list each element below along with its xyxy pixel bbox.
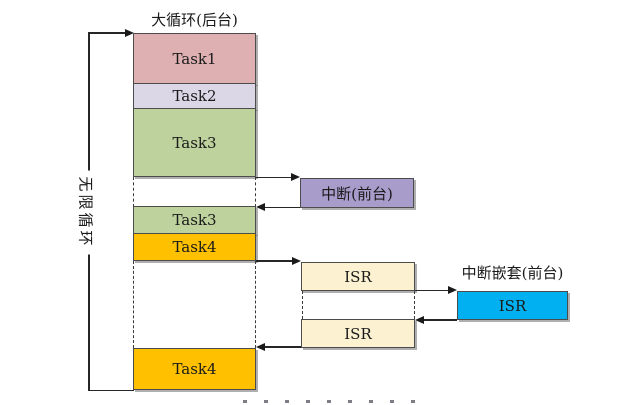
interrupt-call-line [256,176,292,178]
isr1-box: ISR [301,262,415,291]
nested-isr-return-line [423,319,457,321]
interrupt-call-arrowhead-icon [291,173,300,181]
isr-return-line [264,346,301,348]
task3-label: Task3 [172,133,217,152]
interrupt-box: 中断(前台) [300,178,414,208]
isr-call-line [256,260,293,262]
interrupt-label: 中断(前台) [321,184,393,203]
clipped-caption-fragment [243,400,415,403]
nested-isr-call-arrowhead-icon [448,286,457,294]
isr1-label: ISR [344,267,372,286]
isr-gap-right-dash [413,291,415,319]
task2-block: Task2 [133,83,256,109]
task4-label: Task4 [172,238,217,256]
nested-isr-box: ISR [457,291,568,320]
task3-resume-label: Task3 [172,211,217,229]
task3-resume-block: Task3 [133,206,256,234]
isr-call-arrowhead-icon [292,256,301,265]
infinite-loop-line-upper [88,32,90,171]
isr-return-arrowhead-icon [256,342,265,351]
nested-isr-label: ISR [498,296,527,315]
task2-label: Task2 [172,87,217,105]
diagram-title: 大循环(后台) [151,11,238,29]
interrupt-return-line [264,206,300,208]
column-gap2-left-dash [133,261,134,348]
task4-block: Task4 [133,233,256,261]
infinite-loop-top-line [88,32,125,34]
infinite-loop-label: 无限循环 [77,170,97,255]
task1-label: Task1 [172,49,217,68]
column-gap2-right-dash [254,261,256,348]
isr-gap-left-dash [302,291,303,319]
isr2-label: ISR [344,324,372,343]
column-gap1-right-dash [254,177,256,207]
loop-arrowhead-icon [125,28,134,37]
task4-resume-block: Task4 [133,348,256,390]
column-gap1-left-dash [133,177,134,207]
infinite-loop-line-lower [88,254,90,391]
task3-block: Task3 [133,108,256,177]
interrupt-return-arrowhead-icon [256,203,265,211]
nested-isr-return-arrowhead-icon [415,315,424,324]
task4-resume-label: Task4 [172,360,217,378]
nested-isr-call-line [415,289,449,291]
infinite-loop-bottom-line [88,389,134,391]
nested-interrupt-title: 中断嵌套(前台) [461,264,564,282]
task1-block: Task1 [133,33,256,84]
isr2-box: ISR [301,319,415,348]
